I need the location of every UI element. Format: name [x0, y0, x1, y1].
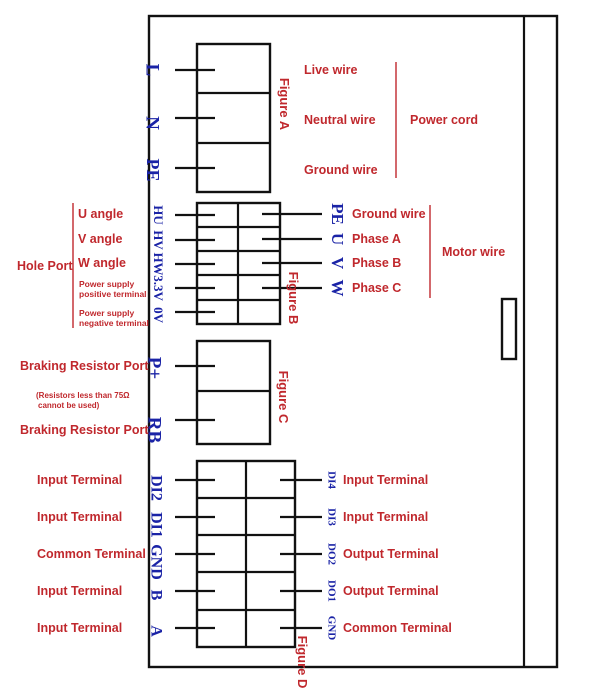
- io-right-label-1: Input Terminal: [343, 473, 428, 487]
- phase-b-label: Phase B: [352, 256, 401, 270]
- io-left-label-4: Input Terminal: [37, 584, 122, 598]
- pin-a: A: [147, 625, 164, 637]
- pin-0v: 0V: [151, 307, 166, 324]
- pin-do1: DO1: [325, 580, 337, 602]
- pin-hv: HV: [151, 230, 166, 250]
- pin-di1: DI1: [147, 512, 164, 538]
- pin-v: V: [328, 257, 347, 270]
- supply-positive-label-1: Power supply: [79, 279, 135, 289]
- terminal-block-a: [175, 42, 272, 194]
- phase-a-label: Phase A: [352, 232, 401, 246]
- live-wire-label: Live wire: [304, 63, 358, 77]
- pin-w: W: [328, 280, 347, 297]
- v-angle-label: V angle: [78, 232, 123, 246]
- pin-hw: HW: [151, 252, 166, 275]
- figure-c-label: Figure C: [276, 371, 291, 424]
- device-housing: [147, 14, 559, 669]
- supply-negative-label-1: Power supply: [79, 308, 135, 318]
- pin-3v3: 3.3V: [151, 275, 166, 301]
- power-cord-label: Power cord: [410, 113, 478, 127]
- braking-port-label-bottom: Braking Resistor Port: [20, 423, 149, 437]
- pin-hu: HU: [151, 205, 166, 225]
- w-angle-label: W angle: [78, 256, 126, 270]
- ground-wire-label: Ground wire: [304, 163, 378, 177]
- pin-pe-power: PE: [143, 158, 163, 181]
- phase-c-label: Phase C: [352, 281, 401, 295]
- supply-positive-label-2: positive terminal: [79, 289, 147, 299]
- io-left-label-2: Input Terminal: [37, 510, 122, 524]
- io-right-label-3: Output Terminal: [343, 547, 439, 561]
- terminal-block-b: [175, 201, 322, 326]
- io-left-label-5: Input Terminal: [37, 621, 122, 635]
- pin-pe-motor: PE: [328, 203, 347, 225]
- io-left-label-1: Input Terminal: [37, 473, 122, 487]
- u-angle-label: U angle: [78, 207, 123, 221]
- io-right-label-5: Common Terminal: [343, 621, 452, 635]
- pin-di2: DI2: [147, 475, 164, 501]
- braking-port-label-top: Braking Resistor Port: [20, 359, 149, 373]
- pin-do2: DO2: [325, 543, 337, 566]
- pin-u: U: [328, 233, 347, 245]
- hole-port-label: Hole Port: [17, 259, 73, 273]
- pin-n: N: [142, 116, 163, 130]
- pin-di3: DI3: [325, 508, 337, 526]
- pin-gnd-right: GND: [325, 616, 337, 641]
- io-right-label-2: Input Terminal: [343, 510, 428, 524]
- figure-a-label: Figure A: [277, 78, 292, 131]
- pin-di4: DI4: [325, 471, 337, 489]
- housing-handle: [500, 297, 518, 361]
- terminal-block-d: [175, 459, 322, 649]
- terminal-block-c: [175, 339, 272, 446]
- supply-negative-label-2: negative terminal: [79, 318, 149, 328]
- braking-note-1: (Resistors less than 75Ω: [36, 391, 130, 400]
- figure-d-label: Figure D: [295, 636, 310, 689]
- io-right-label-4: Output Terminal: [343, 584, 439, 598]
- pin-gnd-left: GND: [147, 544, 164, 580]
- pin-b: B: [147, 590, 164, 601]
- pin-rb: RB: [144, 417, 165, 444]
- io-left-label-3: Common Terminal: [37, 547, 146, 561]
- motor-wire-label: Motor wire: [442, 245, 505, 259]
- pin-p-plus: P+: [144, 357, 165, 379]
- pin-l: L: [142, 64, 163, 77]
- motor-ground-wire-label: Ground wire: [352, 207, 426, 221]
- figure-b-label: Figure B: [286, 272, 301, 325]
- braking-note-2: cannot be used): [38, 401, 100, 410]
- neutral-wire-label: Neutral wire: [304, 113, 376, 127]
